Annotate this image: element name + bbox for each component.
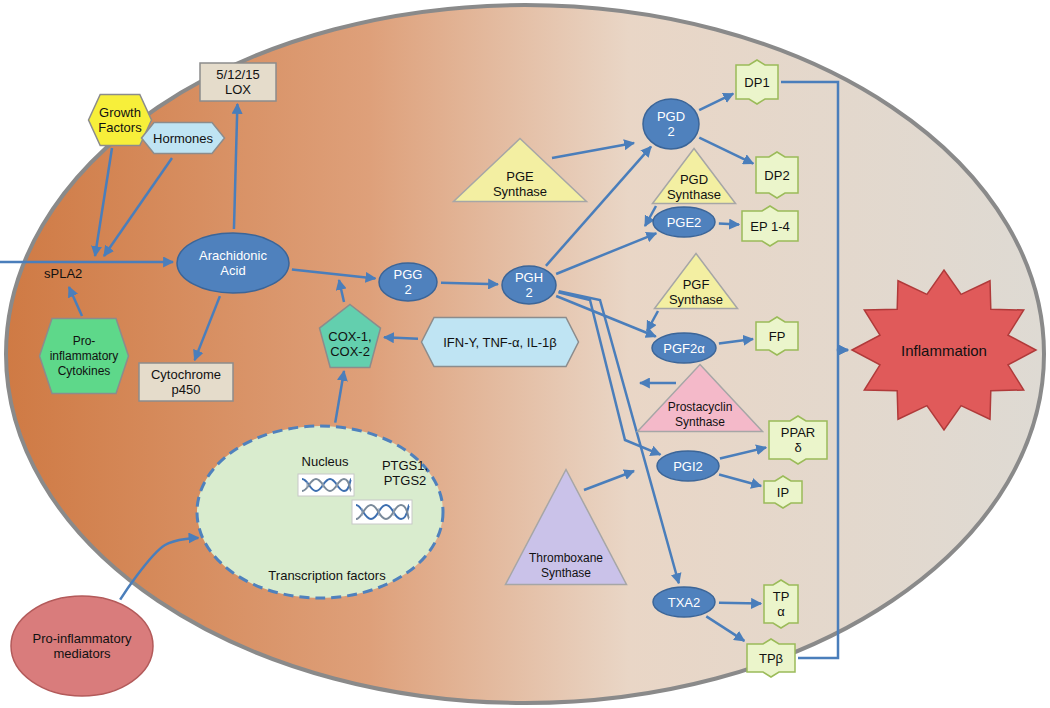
node-text: IFN-Y, TNF-α, IL-1β [443,335,556,350]
nucleus-ellipse: Nucleus PTGS1, PTGS2Transcription factors [195,424,445,600]
synthase-arrow [584,471,634,490]
node-text: PGD 2 [656,109,686,139]
prostaglandin-ellipse: PGF2α [650,331,718,365]
spla2-arrow [0,261,173,264]
flow-arrow [720,448,766,459]
node-text: COX-1, COX-2 [326,329,374,359]
flow-arrow [719,222,739,225]
enzyme-label: sPLA2 [44,266,82,281]
flow-arrow [699,138,753,164]
prostaglandin-ellipse: TXA2 [651,585,717,619]
node-text: Nucleus [295,454,355,469]
prostaglandin-ellipse: PGH 2 [500,264,558,306]
node-text: TP α [768,589,794,619]
flow-arrow [195,296,220,360]
flow-arrow [556,233,656,274]
node-text: Pro-inflammatory Cytokines [48,334,120,379]
cox-arrow [339,280,344,302]
enzyme-pentagon: COX-1, COX-2 [318,303,382,369]
node-text: Hormones [153,131,213,146]
flow-arrow [699,94,733,111]
prostaglandin-ellipse: PGD 2 [641,97,701,151]
node-text: Cytochrome p450 [146,367,226,397]
dna-icon [298,474,354,496]
receptor-box: DP1 [735,59,779,105]
synthase-arrow [647,311,658,331]
receptor-box: EP 1-4 [741,205,799,247]
synthase-triangle: Prostacyclin Synthase [636,363,764,433]
flow-arrow [335,371,344,423]
substrate-ellipse: Arachidonic Acid [175,231,291,295]
node-text: Inflammation [901,343,987,358]
cytokine-arrow [69,287,82,316]
inflammation-star: Inflammation [850,268,1038,432]
synthase-triangle: PGF Synthase [653,252,739,310]
dna-icon [352,500,412,524]
synthase-triangle: Thromboxane Synthase [504,468,628,586]
synthase-arrow [640,382,676,385]
node-text: PGG 2 [392,267,424,297]
hormone-arrow [104,158,172,256]
node-text: PGE Synthase [486,169,554,199]
flow-arrow [798,350,848,658]
receptor-box: TPβ [746,638,796,678]
flow-arrow [706,616,744,640]
mediator-ellipse: Pro-inflammatory mediators [9,594,155,698]
receptor-box: TP α [763,579,799,629]
node-text: Transcription factors [257,568,397,583]
node-text: TPβ [759,651,783,666]
node-text: Growth Factors [97,105,143,135]
lox-box: 5/12/15 LOX [199,62,277,102]
node-text: Arachidonic Acid [191,248,275,278]
node-text: TXA2 [668,595,701,610]
prostaglandin-ellipse: PGG 2 [377,261,439,303]
node-text: PGF Synthase [667,277,725,307]
node-text: 5/12/15 LOX [205,67,271,97]
flow-arrow [234,104,237,229]
flow-arrow [120,538,198,600]
node-text: PGE2 [667,215,702,230]
growth-factor-arrow [95,148,112,256]
receptor-box: FP [755,316,799,356]
receptor-box: PPAR δ [768,415,828,465]
synthase-triangle: PGD Synthase [651,147,737,205]
flow-arrow [441,283,498,284]
node-text: DP2 [764,168,789,183]
node-text: PPAR δ [777,425,819,455]
prostaglandin-ellipse: PGE2 [651,205,717,239]
cell-outline [6,5,1044,703]
receptor-box: IP [763,475,803,509]
node-text: Pro-inflammatory mediators [29,631,135,661]
flow-arrow [719,475,761,486]
receptor-box: DP2 [755,151,799,199]
node-text: DP1 [744,75,769,90]
node-text: PGI2 [673,459,703,474]
flow-arrow [719,601,761,604]
synthase-triangle: PGE Synthase [452,137,588,203]
node-text: EP 1-4 [750,219,790,234]
node-text: PTGS1, PTGS2 [379,458,431,488]
hormone-hexagon: Hormones [140,121,226,155]
node-text: Prostacyclin Synthase [654,400,746,430]
node-text: Thromboxane Synthase [518,551,614,581]
flow-arrow [546,147,651,266]
cytochrome-box: Cytochrome p450 [138,362,234,402]
prostaglandin-ellipse: PGI2 [655,449,721,483]
node-text: FP [769,329,786,344]
synthase-arrow [552,143,634,158]
node-text: PGH 2 [514,270,544,300]
node-text: IP [777,485,789,500]
flow-arrow [292,269,376,278]
cytokine-hexagon: Pro-inflammatory Cytokines [38,317,130,395]
node-text: PGF2α [663,341,704,356]
flow-arrow [719,339,753,343]
flow-arrow [384,337,418,338]
node-text: PGD Synthase [665,172,723,202]
cytokine-hexagon: IFN-Y, TNF-α, IL-1β [420,316,580,368]
